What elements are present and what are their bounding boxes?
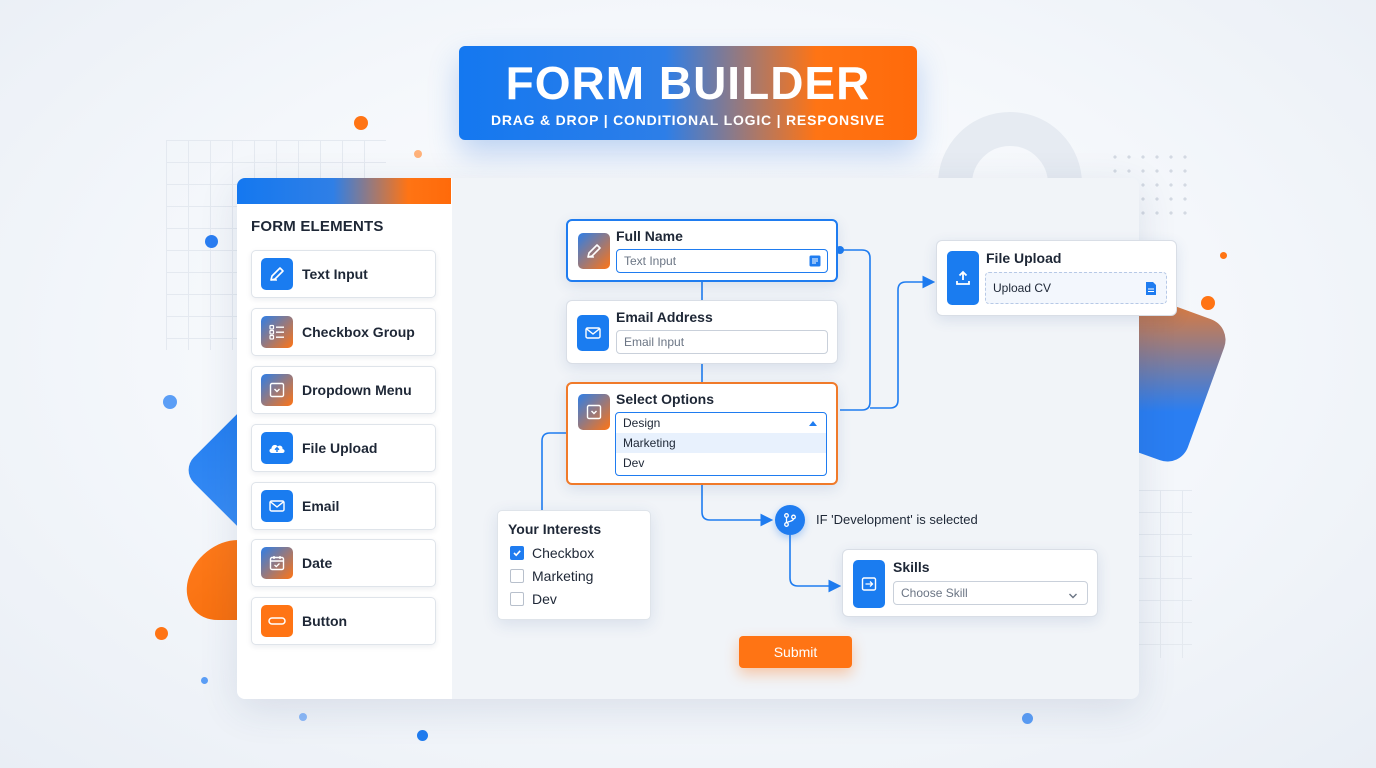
decor-dot (155, 627, 168, 640)
checkbox-label: Checkbox (532, 545, 595, 561)
background-grid-right (1138, 490, 1192, 658)
branch-icon[interactable] (775, 505, 805, 535)
file-upload-card[interactable]: File Upload Upload CV (936, 240, 1177, 316)
interests-checkbox-group: Your Interests Checkbox Marketing Dev (497, 510, 651, 620)
select-options-dropdown[interactable]: Design Marketing Dev (615, 412, 827, 476)
upload-icon (947, 251, 979, 305)
banner-title: FORM BUILDER (505, 57, 871, 109)
decor-dot (1220, 252, 1227, 259)
dropdown-icon (261, 374, 293, 406)
decor-dot (205, 235, 218, 248)
sidebar-item-label: Checkbox Group (302, 324, 415, 340)
chevron-down-icon (1068, 589, 1078, 603)
banner-subtitle: DRAG & DROP | CONDITIONAL LOGIC | RESPON… (490, 112, 886, 128)
sidebar-item-checkbox-group[interactable]: Checkbox Group (251, 308, 436, 356)
button-icon (261, 605, 293, 637)
decor-dot (1022, 713, 1033, 724)
full-name-input[interactable]: Text Input (616, 249, 828, 273)
sidebar-item-file-upload[interactable]: File Upload (251, 424, 436, 472)
decor-dot (163, 395, 177, 409)
submit-button[interactable]: Submit (739, 636, 852, 668)
dropdown-selected-value[interactable]: Design (616, 413, 826, 433)
decor-dot (299, 713, 307, 721)
dropzone-placeholder: Upload CV (993, 281, 1052, 295)
caret-up-icon (809, 421, 817, 426)
field-title: Full Name (616, 228, 683, 244)
pencil-icon (578, 233, 610, 269)
skills-card[interactable]: Skills Choose Skill (842, 549, 1098, 617)
calendar-icon (261, 547, 293, 579)
checklist-icon (261, 316, 293, 348)
select-placeholder: Choose Skill (901, 586, 968, 600)
dropdown-option[interactable]: Dev (623, 456, 645, 470)
decor-dot (354, 116, 368, 130)
checkbox-label: Marketing (532, 568, 594, 584)
sidebar-item-label: File Upload (302, 440, 378, 456)
skills-select[interactable]: Choose Skill (893, 581, 1088, 605)
checked-checkbox-icon[interactable] (510, 546, 524, 560)
decor-dot (1201, 296, 1215, 310)
full-name-card[interactable]: Full Name Text Input (566, 219, 838, 282)
sidebar-item-email[interactable]: Email (251, 482, 436, 530)
checkbox-label: Dev (532, 591, 557, 607)
decor-dot (414, 150, 422, 158)
email-address-card[interactable]: Email Address Email Input (566, 300, 838, 364)
field-title: Select Options (616, 391, 715, 407)
sidebar-item-date[interactable]: Date (251, 539, 436, 587)
pencil-icon (261, 258, 293, 290)
dropdown-icon (578, 394, 610, 430)
select-list-icon (853, 560, 885, 608)
sidebar-item-text-input[interactable]: Text Input (251, 250, 436, 298)
sidebar-title: FORM ELEMENTS (251, 218, 384, 235)
envelope-icon (261, 490, 293, 522)
sidebar-item-label: Text Input (302, 266, 368, 282)
envelope-icon (577, 315, 609, 351)
cloud-upload-icon (261, 432, 293, 464)
sidebar-item-label: Email (302, 498, 340, 514)
field-title: Email Address (616, 309, 713, 325)
sidebar-item-label: Date (302, 555, 333, 571)
sidebar-item-button[interactable]: Button (251, 597, 436, 645)
sidebar-accent-bar (237, 178, 451, 204)
input-placeholder: Text Input (624, 254, 677, 268)
unchecked-checkbox-icon[interactable] (510, 592, 524, 606)
unchecked-checkbox-icon[interactable] (510, 569, 524, 583)
input-placeholder: Email Input (624, 335, 685, 349)
upload-cv-dropzone[interactable]: Upload CV (985, 272, 1167, 304)
selected-option-label: Design (623, 416, 661, 430)
field-title: Skills (893, 559, 930, 575)
form-icon (809, 255, 821, 270)
checkbox-option[interactable]: Dev (510, 591, 557, 607)
email-input[interactable]: Email Input (616, 330, 828, 354)
condition-label: IF 'Development' is selected (816, 512, 978, 527)
sidebar-item-label: Dropdown Menu (302, 382, 412, 398)
checkbox-option[interactable]: Checkbox (510, 545, 594, 561)
field-title: File Upload (986, 250, 1062, 266)
dropdown-option[interactable]: Marketing (616, 433, 826, 453)
header-banner: FORM BUILDER DRAG & DROP | CONDITIONAL L… (459, 46, 917, 140)
decor-dot (417, 730, 428, 741)
sidebar-item-label: Button (302, 613, 348, 629)
decor-dot (201, 677, 208, 684)
group-title: Your Interests (508, 521, 602, 537)
checkbox-option[interactable]: Marketing (510, 568, 593, 584)
sidebar-item-dropdown-menu[interactable]: Dropdown Menu (251, 366, 436, 414)
document-icon (1145, 281, 1157, 299)
